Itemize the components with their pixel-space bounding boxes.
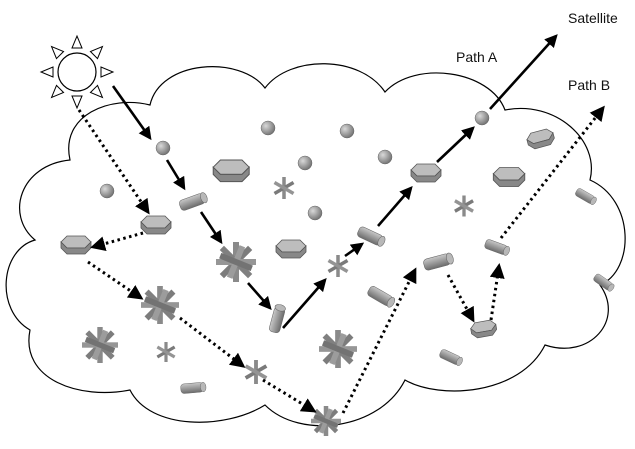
sun-icon [39, 34, 115, 110]
path-b-arrows [77, 105, 605, 414]
satellite-label: Satellite [568, 10, 618, 26]
path-b-label: Path B [568, 77, 611, 93]
path-a-label: Path A [456, 49, 498, 65]
cloud-shape [5, 63, 626, 427]
droplet-particles [99, 110, 490, 221]
path-a-arrows [111, 34, 558, 329]
